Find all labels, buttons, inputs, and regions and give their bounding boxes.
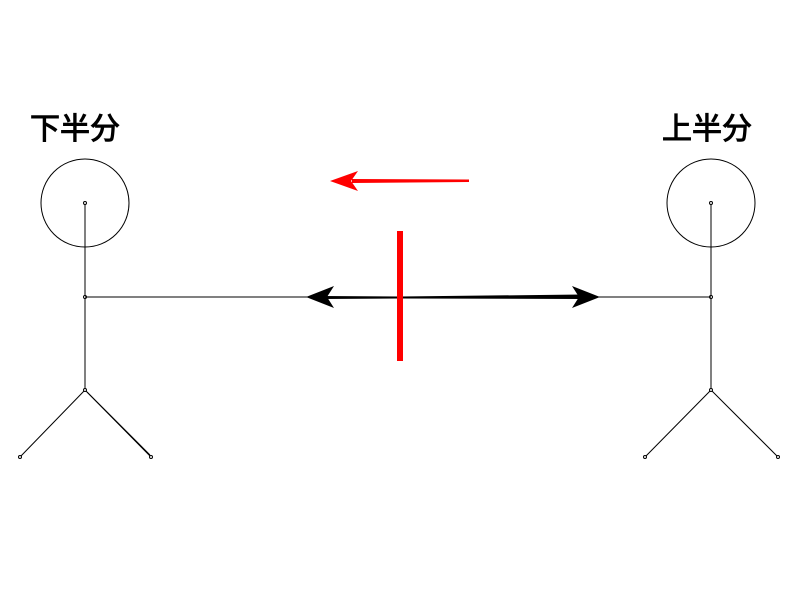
left-figure-hip-joint [83, 388, 87, 392]
left-figure-label: 下半分 [30, 112, 120, 147]
motion-arrow [330, 171, 469, 191]
tension-arrow-head-right [572, 286, 600, 308]
right-figure-label: 上半分 [662, 112, 752, 147]
center-marker [397, 231, 403, 361]
left-figure [18, 158, 153, 459]
right-figure-foot-right [776, 455, 780, 459]
left-figure-foot-right [149, 455, 153, 459]
left-figure-leg-left [19, 389, 86, 458]
right-figure-leg-left [644, 389, 712, 458]
right-figure [643, 158, 780, 459]
left-figure-leg-right-shade [86, 391, 151, 456]
motion-arrow-head [330, 171, 358, 191]
tension-arrow-head-left [306, 286, 334, 308]
tension-arrow-shaft [322, 294, 582, 299]
right-figure-hip-joint [709, 388, 713, 392]
right-figure-foot-left [643, 455, 647, 459]
motion-arrow-shaft [352, 179, 469, 183]
left-figure-neck-joint [83, 201, 87, 205]
right-figure-neck-joint [709, 201, 713, 205]
tension-arrow [306, 286, 600, 308]
right-figure-leg-right [710, 389, 779, 458]
left-figure-foot-left [18, 455, 22, 459]
